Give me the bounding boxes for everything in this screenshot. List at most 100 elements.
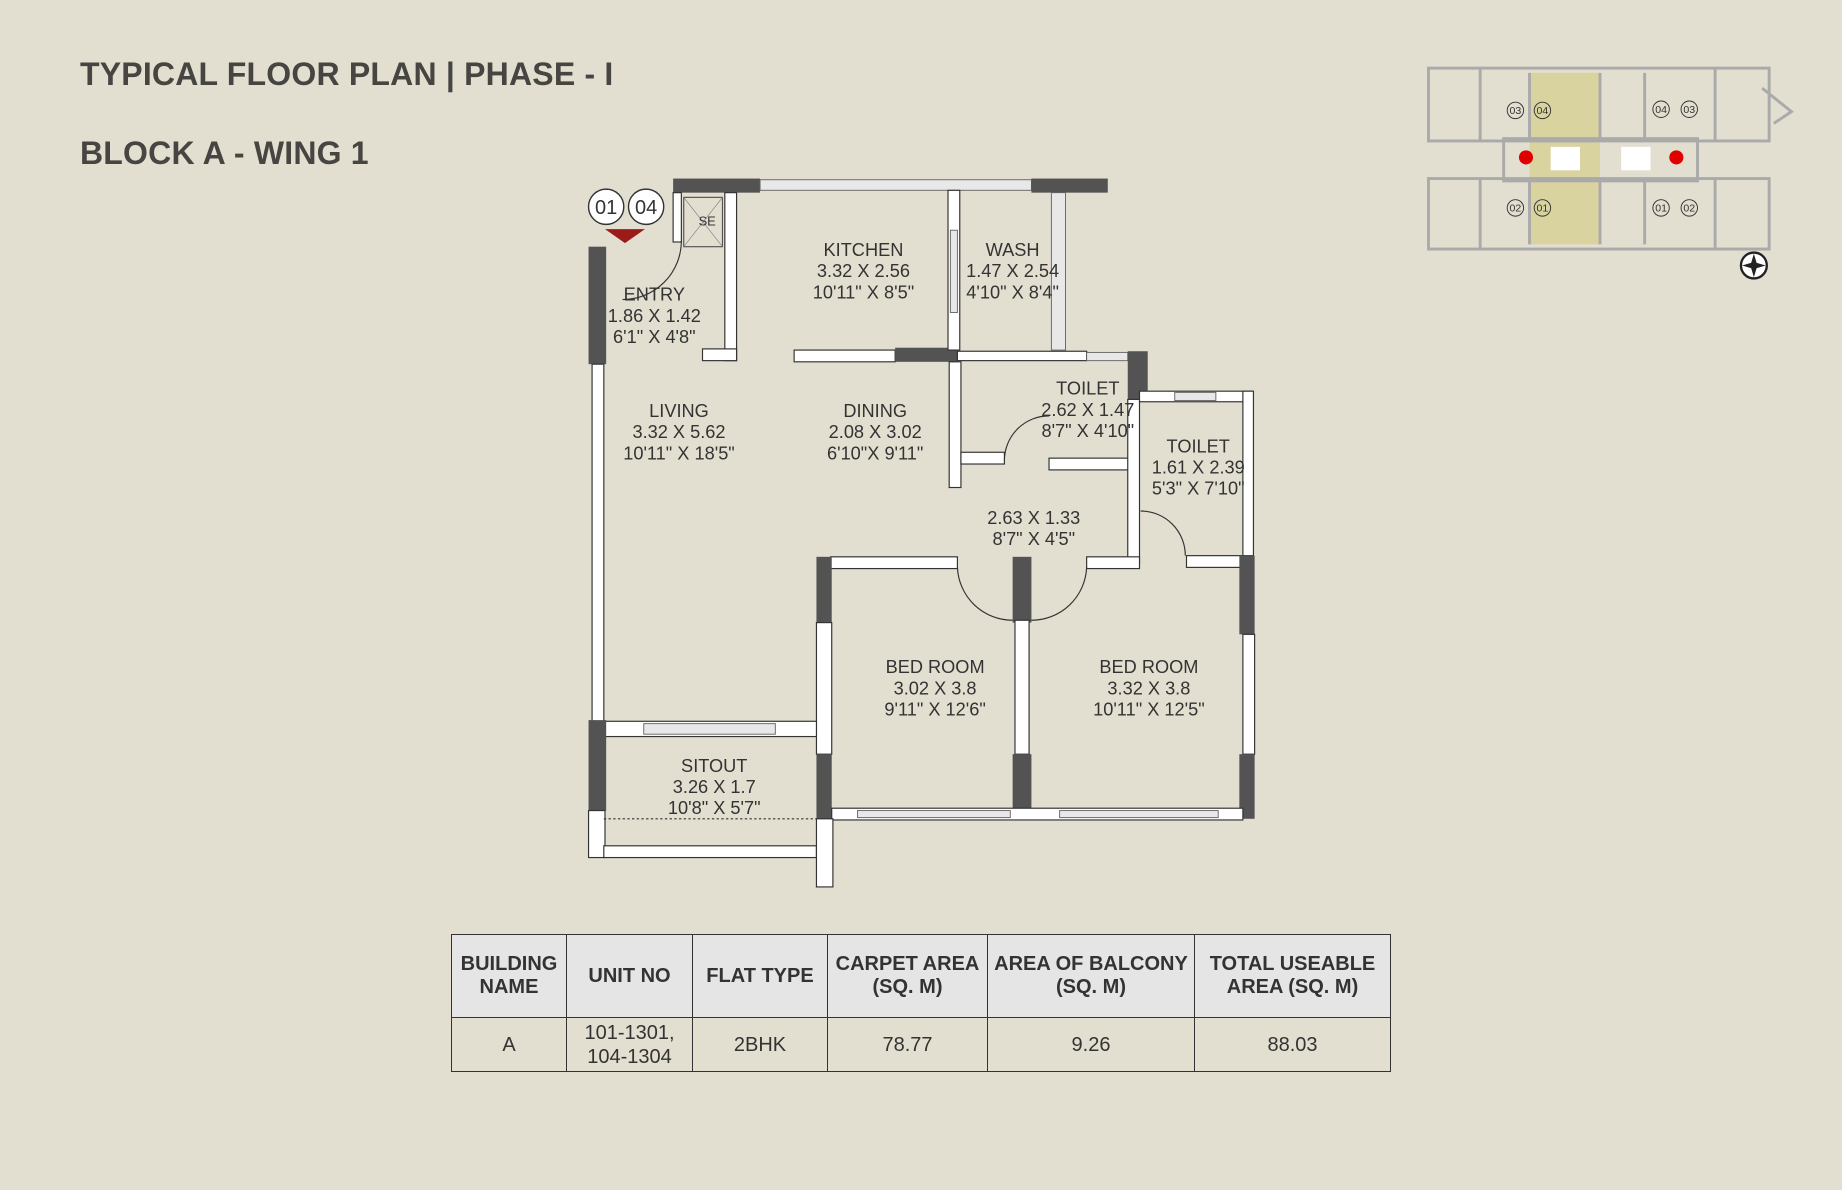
room-label-metric: 1.61 X 2.39 xyxy=(1152,457,1245,477)
entrance-arrow-icon xyxy=(604,229,645,244)
key-plan-unit: 02 xyxy=(1683,202,1695,214)
room-label-imperial: 10'11" X 8'5" xyxy=(813,282,914,302)
window xyxy=(643,723,776,735)
wall xyxy=(603,845,818,859)
room-label-name: LIVING xyxy=(649,401,709,421)
table-header-row: BUILDING NAME UNIT NO FLAT TYPE CARPET A… xyxy=(451,934,1391,1018)
room-label-metric: 2.62 X 1.47 xyxy=(1041,400,1134,420)
window xyxy=(857,810,1011,819)
unit-markers: 01 04 xyxy=(587,188,665,244)
wall xyxy=(948,361,962,489)
cell-unit-no: 101-1301, 104-1304 xyxy=(566,1017,693,1072)
cell-flat-type: 2BHK xyxy=(692,1017,828,1072)
wall xyxy=(815,622,833,755)
window xyxy=(949,229,958,313)
key-plan-unit: 04 xyxy=(1655,104,1667,116)
cell-balcony-area: 9.26 xyxy=(987,1017,1195,1072)
key-plan-unit: 03 xyxy=(1683,104,1695,116)
unit-marker-circle xyxy=(627,188,665,226)
table-row: A 101-1301, 104-1304 2BHK 78.77 9.26 88.… xyxy=(451,1017,1391,1072)
wall xyxy=(591,363,605,724)
room-label-name: BED ROOM xyxy=(886,657,985,677)
room-label-imperial: 6'1" X 4'8" xyxy=(613,327,696,347)
structural-column xyxy=(1239,754,1255,819)
door-swings xyxy=(603,240,1186,820)
room-label-metric: 3.32 X 3.8 xyxy=(1107,678,1190,698)
structural-column xyxy=(588,720,607,811)
room-label-name: DINING xyxy=(843,401,907,421)
room-label-metric: 3.32 X 2.56 xyxy=(817,261,910,281)
wall xyxy=(960,451,1005,465)
toilet1-door-swing xyxy=(1003,415,1050,461)
col-total-area: TOTAL USEABLE AREA (SQ. M) xyxy=(1194,934,1391,1018)
structural-column xyxy=(816,754,832,819)
wall xyxy=(793,349,896,363)
unit-marker-label: 04 xyxy=(635,197,657,219)
unit-marker-label: 01 xyxy=(595,197,617,219)
block-wing-subtitle: BLOCK A - WING 1 xyxy=(80,135,369,171)
key-plan-unit: 01 xyxy=(1537,202,1549,214)
entry-door-swing xyxy=(622,240,682,301)
wall xyxy=(1048,457,1138,471)
structural-column xyxy=(1012,754,1032,819)
room-label-name: KITCHEN xyxy=(824,240,904,260)
structural-column xyxy=(1239,555,1255,635)
room-label-name: TOILET xyxy=(1056,379,1119,399)
structural-column xyxy=(673,178,761,193)
location-marker-icon xyxy=(1669,150,1684,165)
room-label-name: BED ROOM xyxy=(1099,657,1198,677)
wall xyxy=(1014,619,1030,755)
room-label-metric: 1.47 X 2.54 xyxy=(966,261,1059,281)
key-plan: 03 04 04 03 02 01 01 02 xyxy=(1427,66,1794,280)
room-label-metric: 3.26 X 1.7 xyxy=(673,777,756,797)
wall xyxy=(815,818,834,888)
col-flat-type: FLAT TYPE xyxy=(692,934,828,1018)
room-label-imperial: 10'11" X 18'5" xyxy=(623,443,735,463)
key-plan-unit: 03 xyxy=(1510,105,1522,117)
window xyxy=(1050,192,1066,351)
wall xyxy=(1086,556,1141,570)
room-label-name: ENTRY xyxy=(624,285,685,305)
room-label-imperial: 8'7" X 4'10" xyxy=(1041,421,1134,441)
room-label-metric: 3.02 X 3.8 xyxy=(894,678,977,698)
window xyxy=(1174,391,1217,402)
wall xyxy=(956,350,1088,362)
wall xyxy=(829,556,959,570)
location-marker-icon xyxy=(1518,150,1534,165)
wall xyxy=(724,192,738,362)
unit-marker-circle xyxy=(587,188,625,226)
room-label-imperial: 6'10"X 9'11" xyxy=(827,443,923,463)
structural-column xyxy=(1127,351,1148,400)
col-unit-no: UNIT NO xyxy=(566,934,693,1018)
wall xyxy=(831,807,1244,821)
room-label-metric: 3.32 X 5.62 xyxy=(632,422,725,442)
shaft: SE xyxy=(683,196,724,248)
room-label-imperial: 5'3" X 7'10" xyxy=(1152,479,1245,499)
room-label-name: SITOUT xyxy=(681,756,747,776)
room-label-metric: 2.08 X 3.02 xyxy=(829,422,922,442)
cell-building: A xyxy=(451,1017,567,1072)
walls xyxy=(587,178,1256,888)
page-title: TYPICAL FLOOR PLAN | PHASE - I xyxy=(80,56,614,92)
wall xyxy=(587,809,606,859)
room-label-metric: 2.63 X 1.33 xyxy=(987,508,1080,528)
structural-column xyxy=(1012,556,1032,623)
col-building-name: BUILDING NAME xyxy=(451,934,567,1018)
key-plan-unit: 02 xyxy=(1510,202,1522,214)
structural-column xyxy=(816,556,832,623)
room-label-imperial: 8'7" X 4'5" xyxy=(992,529,1075,549)
shaft-label: SE xyxy=(699,214,717,229)
bedroom2-door-swing xyxy=(1031,567,1088,621)
key-plan-unit: 04 xyxy=(1537,105,1549,117)
structural-column xyxy=(588,246,607,365)
room-label-metric: 1.86 X 1.42 xyxy=(608,306,701,326)
toilet2-door-swing xyxy=(1140,510,1186,556)
bedroom1-door-swing xyxy=(956,567,1013,621)
cell-carpet-area: 78.77 xyxy=(827,1017,988,1072)
cell-total-area: 88.03 xyxy=(1194,1017,1391,1072)
wall xyxy=(1242,633,1256,755)
unit-area-table: BUILDING NAME UNIT NO FLAT TYPE CARPET A… xyxy=(451,934,1391,1072)
col-carpet-area: CARPET AREA (SQ. M) xyxy=(827,934,988,1018)
